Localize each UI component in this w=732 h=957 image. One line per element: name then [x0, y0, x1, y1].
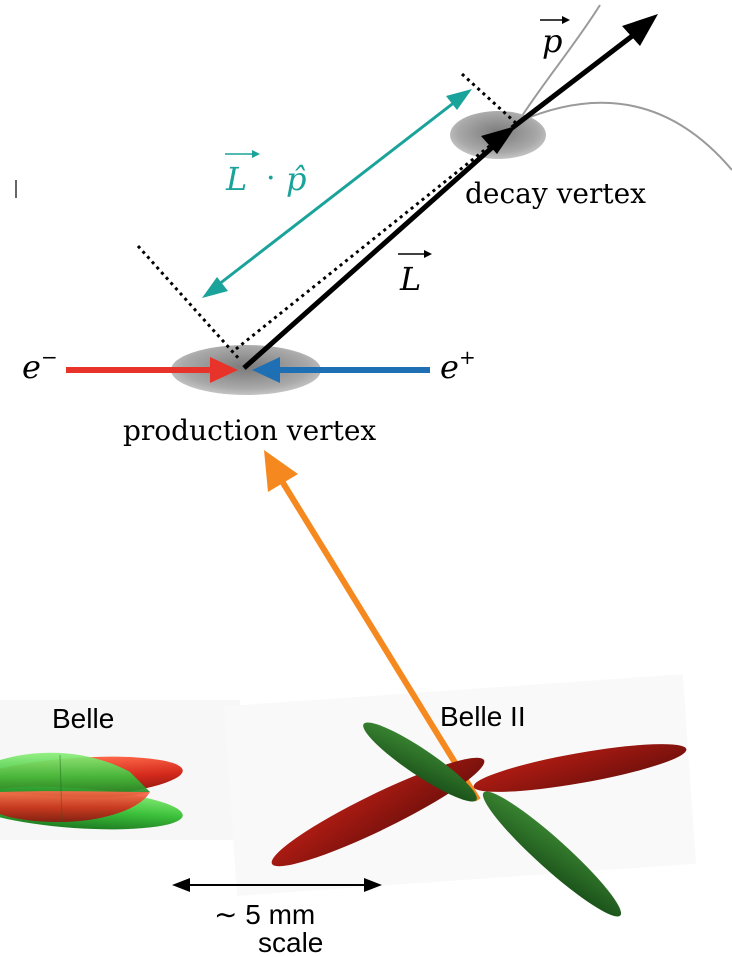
- flight-vector-arrowhead: [481, 126, 516, 154]
- momentum-arrowhead: [622, 14, 658, 46]
- projection-arrowhead-lower: [202, 277, 228, 298]
- decay-vertex-label: decay vertex: [465, 177, 646, 210]
- daughter-track-upper: [517, 4, 601, 123]
- electron-label-charge: −: [41, 345, 58, 369]
- scale-bar-arrowhead-left: [172, 878, 190, 892]
- production-vertex-blob: [171, 345, 321, 395]
- flight-vector-arrow: [242, 142, 498, 370]
- belle2-label: Belle II: [440, 701, 526, 732]
- pointer-arrow: [277, 476, 481, 802]
- scale-value-label: ∼ 5 mm: [214, 899, 315, 930]
- electron-beam-arrowhead: [210, 357, 238, 383]
- projection-label-dot: ·: [266, 161, 276, 196]
- positron-label-base: e: [440, 348, 459, 386]
- momentum-arrow: [510, 28, 642, 130]
- projection-guides: [136, 72, 519, 362]
- vector-overbar-L-projection: [225, 150, 260, 158]
- belle-beam-spot: [0, 752, 183, 830]
- daughter-track-lower: [517, 101, 732, 171]
- belle-label: Belle: [52, 703, 114, 734]
- vector-overbar-p: [540, 16, 570, 24]
- projection-arrowhead-upper: [446, 89, 472, 110]
- positron-label: e+: [440, 345, 476, 386]
- projection-label-L: L: [225, 160, 247, 198]
- electron-label: e−: [22, 345, 58, 386]
- positron-label-charge: +: [459, 345, 476, 369]
- vector-overbar-L-flight: [398, 250, 432, 258]
- pointer-arrowhead: [264, 450, 298, 492]
- electron-label-base: e: [22, 348, 41, 386]
- scale-bar-arrowhead-right: [364, 878, 382, 892]
- flight-vector-label: L: [399, 260, 421, 298]
- momentum-label: p: [542, 22, 562, 60]
- scale-word-label: scale: [258, 927, 323, 957]
- projection-double-arrow: [213, 96, 461, 290]
- positron-beam-arrowhead: [252, 357, 280, 383]
- belle2-beam-spot: [271, 722, 687, 917]
- projection-label-p: p̂: [286, 160, 306, 198]
- production-vertex-label: production vertex: [123, 414, 376, 447]
